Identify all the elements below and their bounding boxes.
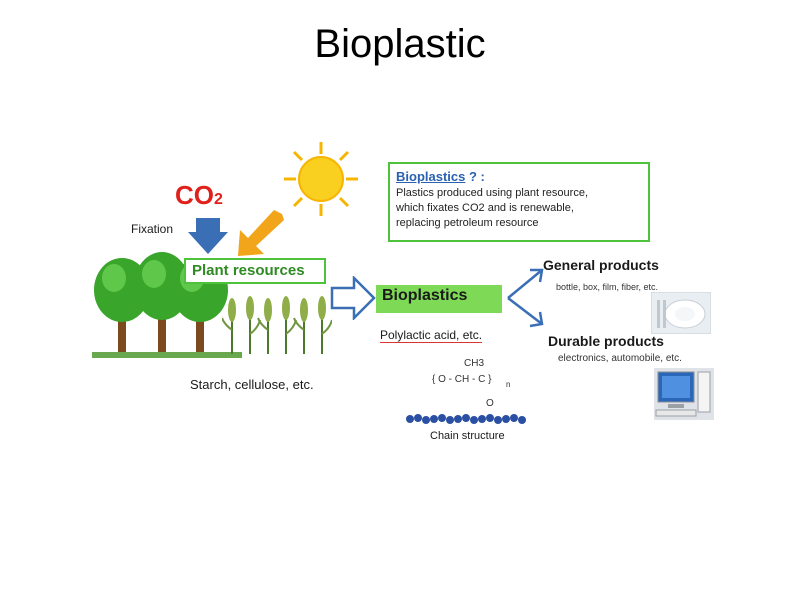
definition-box: Bioplastics ? : Plastics produced using … — [388, 162, 650, 242]
slide-title: Bioplastic — [0, 22, 800, 67]
definition-line-3: replacing petroleum resource — [396, 216, 642, 231]
fixation-label: Fixation — [131, 222, 173, 236]
definition-heading: Bioplastics ? : — [396, 168, 642, 186]
chain-structure-icon — [404, 412, 532, 426]
definition-line-1: Plastics produced using plant resource, — [396, 186, 642, 201]
general-products-subtitle: bottle, box, film, fiber, etc. — [556, 282, 658, 292]
durable-products-title: Durable products — [548, 333, 664, 349]
sunlight-arrow-icon — [238, 210, 286, 260]
crops-icon — [222, 290, 332, 356]
general-products-title: General products — [543, 257, 659, 273]
formula-chain: { O - CH - C } — [432, 374, 491, 385]
formula-oxygen: O — [486, 398, 494, 409]
computer-image — [654, 368, 714, 420]
plant-resources-box: Plant resources — [184, 258, 326, 284]
co2-label: CO2 — [175, 180, 223, 211]
process-arrow-icon — [330, 276, 376, 320]
polylactic-label: Polylactic acid, etc. — [380, 328, 482, 342]
starch-label: Starch, cellulose, etc. — [190, 377, 314, 392]
definition-line-2: which fixates CO2 and is renewable, — [396, 201, 642, 216]
chemical-formula: CH3 { O - CH - C } n O — [428, 358, 518, 414]
tableware-image — [651, 292, 711, 334]
formula-subscript-n: n — [506, 380, 510, 389]
bioplastics-box: Bioplastics — [376, 285, 502, 313]
sun-icon — [282, 140, 360, 218]
chain-structure-label: Chain structure — [430, 430, 505, 442]
durable-products-subtitle: electronics, automobile, etc. — [558, 353, 682, 364]
formula-methyl: CH3 — [464, 358, 484, 369]
